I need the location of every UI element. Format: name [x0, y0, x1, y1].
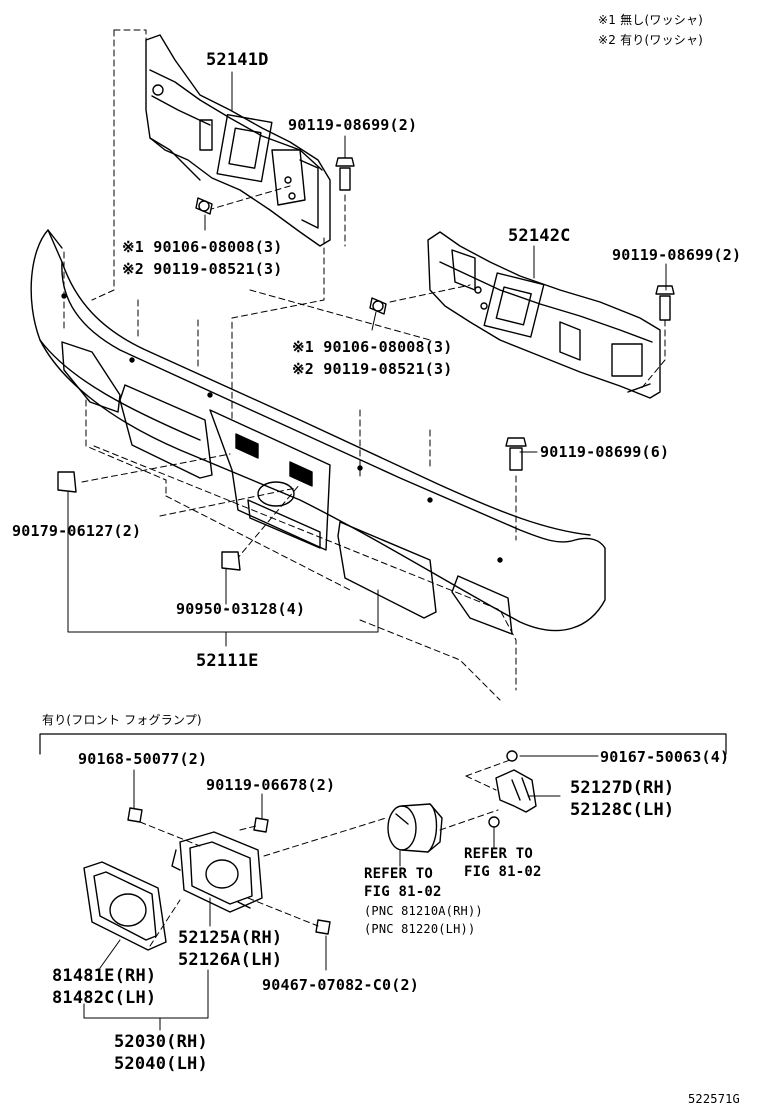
fog-lamp-group-frame	[39, 733, 727, 755]
label-screw-housing: 90467-07082-C0(2)	[262, 976, 419, 994]
label-assy-rh: 52030(RH)	[114, 1032, 208, 1052]
label-screw-cover: 90168-50077(2)	[78, 750, 208, 768]
label-bolt-upper-rh: 90119-08699(2)	[288, 116, 418, 134]
label-assy-lh: 52040(LH)	[114, 1054, 208, 1074]
fog-lamp-group-note: 有り(フロント フォグランプ)	[42, 713, 202, 727]
label-bracket-rh: 52127D(RH)	[570, 778, 675, 798]
label-bolt-lower: 90119-08699(6)	[540, 443, 670, 461]
assembly-guides-lower	[139, 759, 511, 947]
label-52111e: 52111E	[196, 651, 259, 671]
label-bracket-lh: 52128C(LH)	[570, 800, 675, 820]
label-bolt-bracket: 90119-06678(2)	[206, 776, 336, 794]
lamp-housing-part	[171, 831, 263, 913]
reinforcement-lh-part	[427, 231, 661, 399]
label-refer-lamp-2: FIG 81-02	[364, 884, 442, 900]
label-clip-side: 90179-06127(2)	[12, 522, 142, 540]
figure-id: 522571G	[688, 1092, 740, 1106]
label-housing-rh: 52125A(RH)	[178, 928, 283, 948]
label-52141d: 52141D	[206, 50, 269, 70]
label-clip-center: 90950-03128(4)	[176, 600, 306, 618]
note-1: ※1 無し(ワッシャ)	[598, 13, 704, 27]
fasteners-lower	[127, 750, 518, 935]
assembly-guides-upper	[63, 29, 666, 701]
label-cover-lh: 81482C(LH)	[52, 988, 157, 1008]
lamp-cover-part	[83, 861, 167, 951]
reinforcement-rh-part	[145, 34, 331, 247]
label-refer-lamp-pnc-rh: (PNC 81210A(RH))	[364, 904, 483, 918]
label-52142c: 52142C	[508, 226, 571, 246]
label-refer-bulb-1: REFER TO	[464, 846, 534, 862]
label-bolt-lh-b: ※2 90119-08521(3)	[292, 360, 453, 378]
label-refer-lamp-1: REFER TO	[364, 866, 434, 882]
label-cover-rh: 81481E(RH)	[52, 966, 157, 986]
lamp-bracket-part	[495, 769, 537, 813]
leader-lines-lower	[83, 755, 599, 1031]
label-screw-lamp: 90167-50063(4)	[600, 748, 730, 766]
label-housing-lh: 52126A(LH)	[178, 950, 283, 970]
leader-lines-upper	[67, 71, 667, 647]
note-2: ※2 有り(ワッシャ)	[598, 33, 704, 47]
label-bolt-rh-a: ※1 90106-08008(3)	[122, 238, 283, 256]
label-bolt-rh-b: ※2 90119-08521(3)	[122, 260, 283, 278]
label-refer-lamp-pnc-lh: (PNC 81220(LH))	[364, 922, 476, 936]
label-bolt-lh-a: ※1 90106-08008(3)	[292, 338, 453, 356]
fasteners-upper	[57, 157, 675, 571]
fog-lamp-part	[387, 803, 443, 853]
bumper-part	[30, 229, 606, 635]
label-bolt-upper-lh: 90119-08699(2)	[612, 246, 742, 264]
label-refer-bulb-2: FIG 81-02	[464, 864, 542, 880]
